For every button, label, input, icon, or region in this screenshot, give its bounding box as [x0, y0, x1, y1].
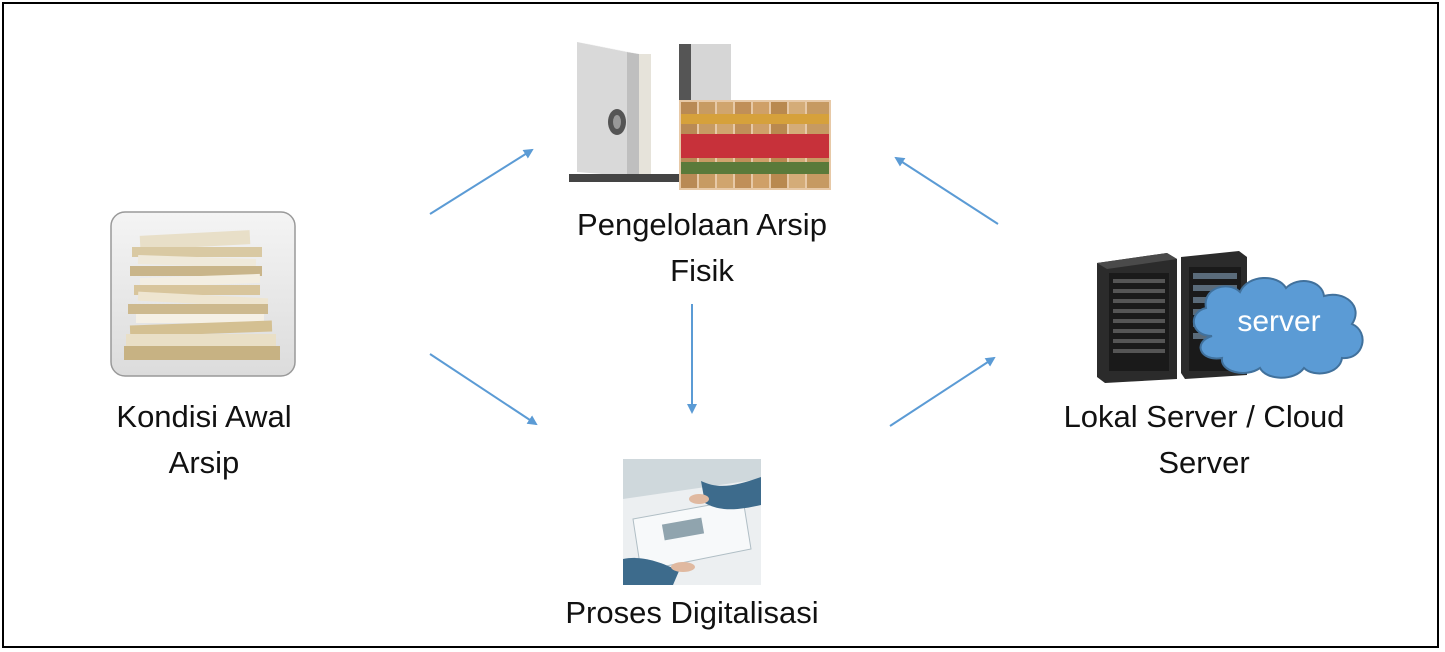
arrow-digitalisasi-to-server — [889, 356, 996, 427]
paper-stack-icon — [110, 211, 296, 377]
arrows-layer — [429, 148, 999, 427]
cloud-label: server — [1237, 305, 1321, 338]
arrow-kondisi-to-digitalisasi — [429, 353, 538, 426]
cloud-icon — [1192, 276, 1364, 379]
archive-shelf-icon — [569, 42, 831, 190]
node-label-pengelolaan: Pengelolaan Arsip Fisik — [577, 207, 827, 288]
arrow-server-to-pengelolaan — [894, 156, 999, 225]
node-label-digitalisasi: Proses Digitalisasi — [565, 595, 819, 630]
scanner-icon — [623, 459, 761, 585]
server-rack-icon — [1097, 251, 1247, 383]
node-label-server: Lokal Server / Cloud Server — [1063, 399, 1345, 480]
node-label-kondisi: Kondisi Awal Arsip — [116, 399, 292, 480]
arrow-kondisi-to-pengelolaan — [429, 148, 534, 215]
